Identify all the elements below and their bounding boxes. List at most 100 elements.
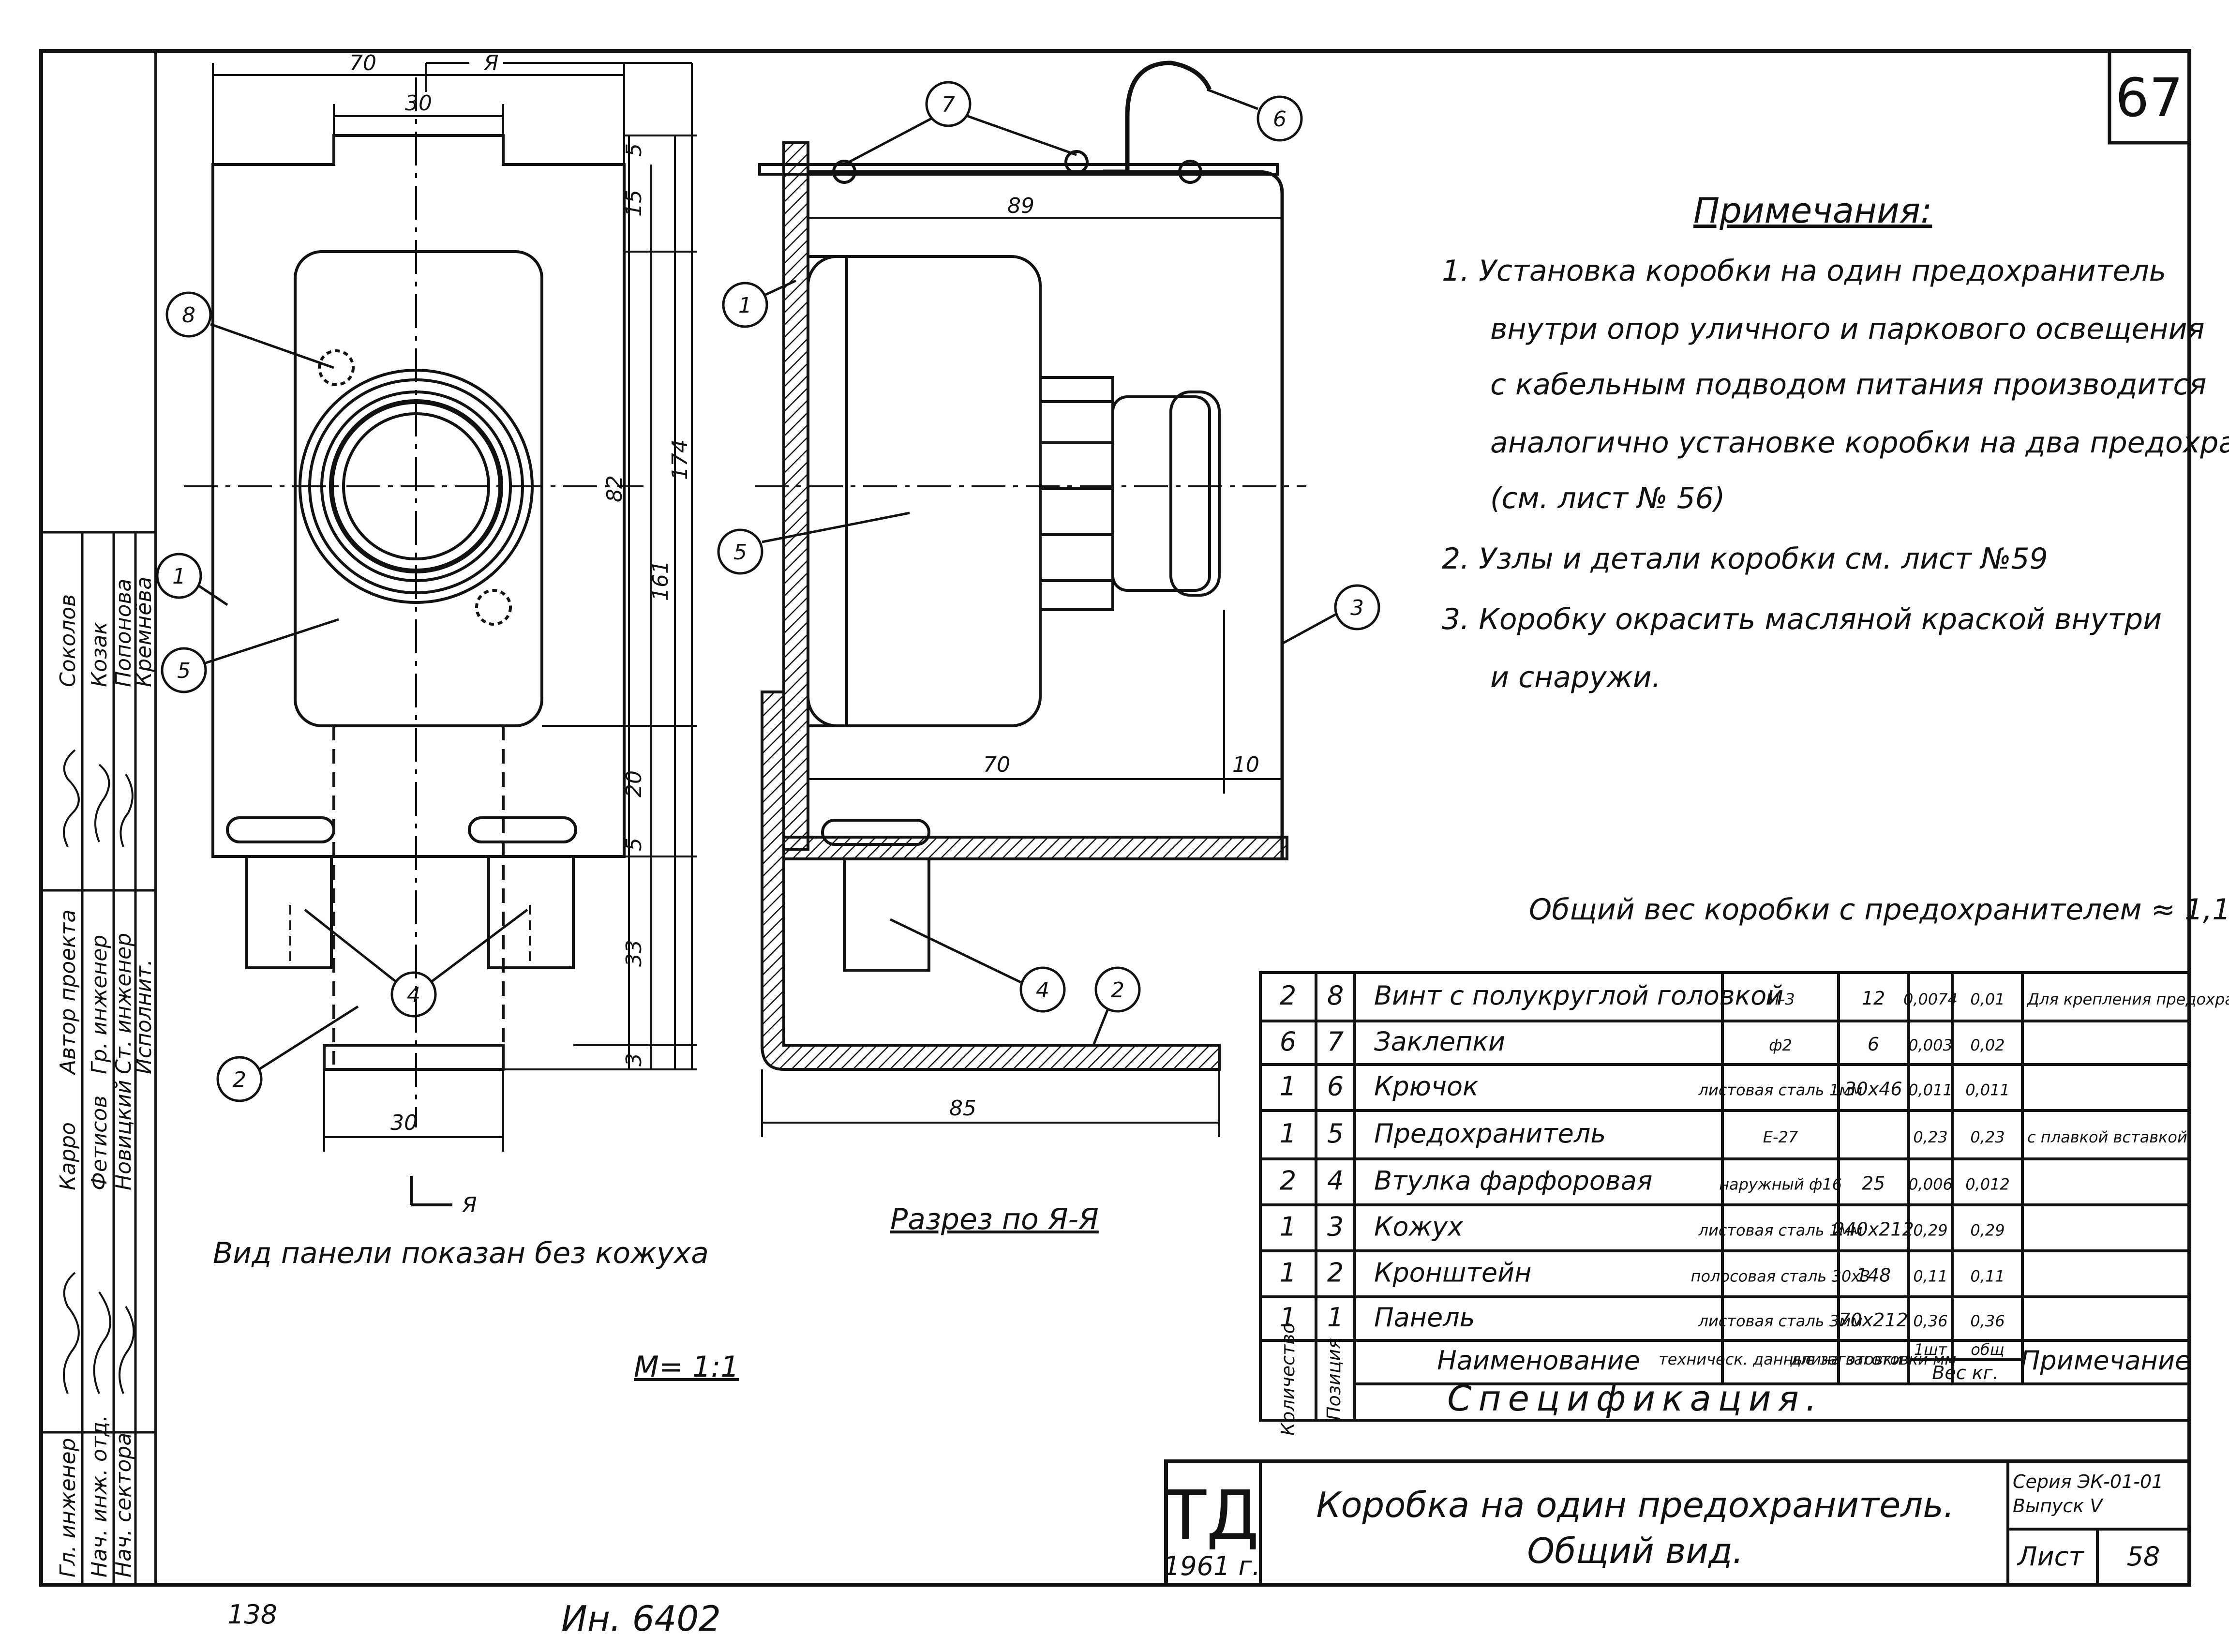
side-stamp-names: Карро Фетисов Новицкий Соколов Козак Поп…	[56, 577, 156, 1190]
spec-header-w1: 1шт	[1914, 1340, 1948, 1359]
spec-cell-qty: 1	[1280, 1302, 1296, 1333]
front-view-callouts	[156, 291, 528, 1102]
section-view-callouts	[717, 81, 1380, 1046]
title-sheet-value: 58	[2127, 1541, 2160, 1572]
front-view-caption: Вид панели показан без кожуха	[213, 1236, 709, 1270]
spec-cell-w1: 0,23	[1913, 1128, 1947, 1146]
callout-7: 7	[942, 92, 955, 117]
spec-cell-pos: 7	[1327, 1026, 1344, 1057]
dim-h-5: 5	[622, 143, 646, 157]
spec-cell-name: Втулка фарфоровая	[1374, 1166, 1652, 1196]
spec-header-data: техническ. данные заготовки	[1659, 1350, 1902, 1368]
dim-h-3: 3	[622, 1053, 646, 1066]
title-issue: Выпуск V	[2013, 1495, 2104, 1517]
dim-89: 89	[1007, 194, 1034, 218]
dim-h-82: 82	[602, 475, 627, 502]
spec-cell-name: Крючок	[1374, 1071, 1479, 1102]
section-arrow-label-top: Я	[483, 51, 499, 75]
dim-h-5b: 5	[622, 838, 646, 851]
spec-cell-qty: 1	[1280, 1071, 1296, 1102]
dim-70: 70	[983, 752, 1010, 777]
spec-cell-w1: 0,36	[1913, 1312, 1947, 1330]
dim-h-15: 15	[622, 190, 646, 217]
spec-cell-w2: 0,11	[1970, 1267, 2005, 1286]
role-6: Исполнит.	[132, 959, 156, 1074]
title-series: Серия ЭК-01-01	[2013, 1471, 2163, 1492]
spec-cell-qty: 1	[1280, 1118, 1296, 1149]
section-view-callout-labels: 7 6 1 5 3 4 2	[733, 92, 1364, 1003]
spec-cell-pos: 2	[1327, 1258, 1344, 1288]
front-view-callout-labels: 8 1 5 4 2	[172, 303, 420, 1092]
spec-cell-data: наружный ф16	[1719, 1175, 1842, 1194]
spec-header-pos: Позиция	[1323, 1338, 1345, 1420]
note-line-5: (см. лист № 56)	[1490, 481, 1725, 515]
section-view-dimensions	[691, 63, 1282, 1137]
name-2: Новицкий	[111, 1080, 136, 1190]
spec-cell-name: Заклепки	[1374, 1026, 1505, 1057]
sheet-number: 67	[2115, 67, 2183, 129]
footer-inv: Ин. 6402	[561, 1598, 721, 1639]
spec-cell-w2: 0,29	[1970, 1221, 2005, 1240]
role-2: Нач. сектора	[111, 1433, 136, 1577]
spec-cell-len: 25	[1862, 1173, 1885, 1194]
spec-header-note: Примечание	[2020, 1345, 2191, 1376]
spec-cell-len: 12	[1862, 988, 1885, 1009]
callout-s5: 5	[733, 540, 747, 565]
role-3: Автор проекта	[56, 910, 80, 1076]
spec-cell-pos: 3	[1327, 1212, 1344, 1242]
role-1: Нач. инж. отд.	[87, 1415, 112, 1577]
role-0: Гл. инженер	[56, 1438, 80, 1577]
callout-6: 6	[1273, 107, 1287, 132]
title-block	[1164, 1459, 2191, 1587]
section-view	[755, 60, 1306, 1071]
spec-header: Количество Позиция Наименование техничес…	[1277, 1322, 2191, 1436]
spec-cell-data: листовая сталь 1мм	[1698, 1221, 1863, 1240]
sheet-number-box: 67	[2108, 49, 2191, 145]
spec-header-w2: общ	[1971, 1340, 2004, 1359]
dim-h-20: 20	[622, 770, 646, 797]
spec-cell-w2: 0,011	[1965, 1081, 2010, 1099]
section-view-dim-labels: 89 70 10 85	[949, 194, 1259, 1121]
total-weight: Общий вес коробки с предохранителем ≈ 1,…	[1529, 893, 2229, 927]
sheet-frame	[39, 49, 2191, 1587]
spec-cell-qty: 2	[1280, 1166, 1296, 1196]
signatures	[63, 749, 135, 1394]
dim-h-161: 161	[648, 560, 673, 601]
spec-cell-note: Для крепления предохранит. к панели.	[2026, 990, 2229, 1008]
spec-header-len: длина заготовки мм	[1790, 1350, 1957, 1368]
spec-cell-pos: 5	[1327, 1118, 1344, 1149]
note-line-8: и снаружи.	[1490, 661, 1661, 694]
spec-cell-w2: 0,36	[1970, 1312, 2005, 1330]
title-name-line1: Коробка на один предохранитель.	[1316, 1485, 1954, 1525]
notes-block: Примечания: 1. Установка коробки на один…	[1442, 190, 2229, 694]
title-logo: ТД	[1165, 1476, 1259, 1555]
spec-cell-w1: 0,11	[1913, 1267, 1947, 1286]
role-4: Гр. инженер	[87, 935, 112, 1074]
dim-h-33: 33	[622, 940, 646, 967]
spec-cell-data: листовая сталь 1мм	[1698, 1081, 1863, 1099]
spec-cell-data: ф2	[1769, 1036, 1792, 1054]
spec-cell-name: Винт с полукруглой головкой	[1374, 980, 1783, 1011]
callout-s2: 2	[1111, 978, 1124, 1003]
spec-cell-w1: 0,29	[1913, 1221, 1947, 1240]
spec-cell-name: Предохранитель	[1374, 1118, 1606, 1149]
dim-h-174: 174	[668, 439, 692, 480]
spec-cell-name: Кожух	[1374, 1212, 1464, 1242]
spec-cell-data: полосовая сталь 30х3	[1691, 1267, 1870, 1286]
name-0: Карро	[56, 1122, 80, 1190]
spec-cell-len: 6	[1868, 1034, 1879, 1055]
spec-cell-data: листовая сталь 3мм	[1698, 1312, 1863, 1330]
spec-title: Спецификация.	[1447, 1378, 1823, 1419]
side-stamp-roles: Гл. инженер Нач. инж. отд. Нач. сектора …	[56, 910, 156, 1577]
dim-slot-width: 30	[405, 91, 432, 116]
note-line-3: с кабельным подводом питания производитс…	[1490, 368, 2207, 402]
spec-cell-note: с плавкой вставкой	[2027, 1128, 2187, 1146]
spec-cell-name: Панель	[1374, 1302, 1475, 1333]
spec-header-qty: Количество	[1277, 1322, 1299, 1436]
